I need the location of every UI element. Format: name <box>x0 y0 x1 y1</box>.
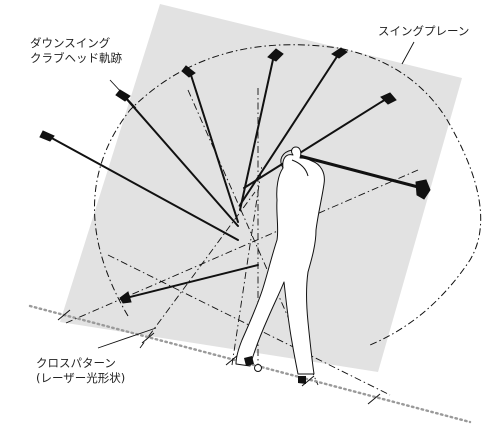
swing-plane-label: スイングプレーン <box>378 24 469 39</box>
cross-pattern-label-line1: クロスパターン <box>36 356 116 370</box>
leader-line-downswing <box>109 79 137 109</box>
club-8 <box>294 153 431 200</box>
club-head <box>267 48 284 62</box>
swing-plane-label-text: スイングプレーン <box>378 24 470 38</box>
cross-line <box>187 89 319 386</box>
downswing-trajectory <box>94 44 482 346</box>
club-4 <box>181 65 239 223</box>
ground-tick <box>141 332 155 344</box>
ground-tick <box>57 309 71 321</box>
club-7 <box>243 92 397 189</box>
club-head <box>331 47 348 59</box>
downswing-label-line2: クラブヘッド軌跡 <box>30 51 122 65</box>
club-2 <box>39 130 239 241</box>
downswing-label: ダウンスイング クラブヘッド軌跡 <box>30 36 122 66</box>
ground-tick <box>367 393 381 405</box>
downswing-label-line1: ダウンスイング <box>30 36 111 50</box>
ground-ticks <box>57 309 381 405</box>
ground-tick <box>301 375 315 387</box>
club-5 <box>239 48 284 211</box>
cross-line <box>231 164 263 366</box>
leader-line-swing-plane <box>401 41 415 65</box>
golfer-silhouette <box>235 146 325 375</box>
swing-plane <box>60 4 462 372</box>
club-1 <box>119 264 259 304</box>
ground-tick <box>225 354 239 366</box>
club-head <box>244 356 254 366</box>
club-head <box>298 376 306 384</box>
club-head <box>181 65 196 78</box>
club-positions <box>39 47 431 304</box>
club-head <box>380 92 397 105</box>
cross-pattern-label-line2: (レーザー光形状) <box>36 371 126 385</box>
club-head <box>119 291 132 304</box>
golf-ball <box>254 364 262 372</box>
leader-line-cross-pattern <box>97 327 157 349</box>
club-head <box>39 130 55 142</box>
cross-line <box>107 254 391 396</box>
cross-pattern-label: クロスパターン (レーザー光形状) <box>36 356 125 386</box>
club-head <box>415 179 431 200</box>
